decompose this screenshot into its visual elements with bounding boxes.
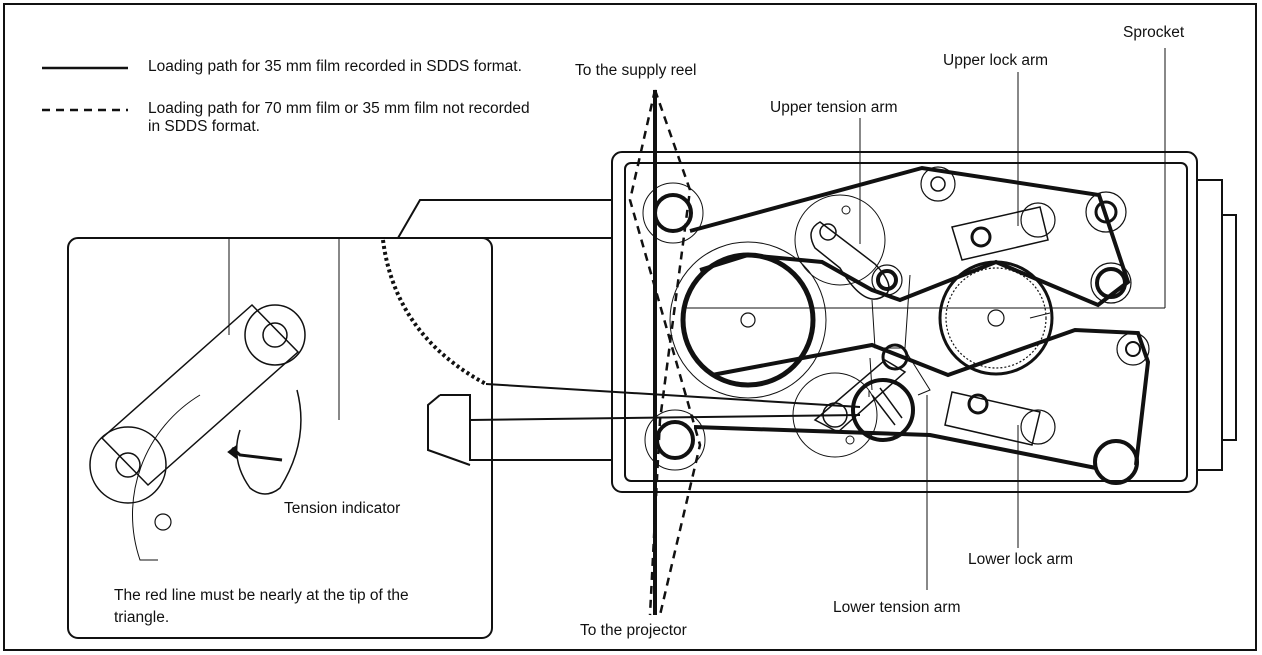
upper-tension-arm-label: Upper tension arm xyxy=(770,99,898,117)
sprocket-label: Sprocket xyxy=(1123,24,1185,42)
lower-tension-arm-label: Lower tension arm xyxy=(833,599,961,617)
lower-lock-arm xyxy=(944,332,1150,485)
supply-reel-label: To the supply reel xyxy=(575,62,697,80)
film-to-inset-lower xyxy=(469,414,861,421)
mounting-plate xyxy=(397,199,612,466)
legend-dashed-text: Loading path for 70 mm film or 35 mm fil… xyxy=(148,100,530,135)
tension-indicator-inset xyxy=(67,237,493,639)
lower-lock-arm-label: Lower lock arm xyxy=(968,551,1074,569)
sdds-unit-housing xyxy=(611,151,1237,493)
leader-lines xyxy=(859,48,1166,590)
tension-indicator-label: Tension indicator xyxy=(284,500,401,518)
projector-label: To the projector xyxy=(580,622,687,640)
film-to-inset-upper xyxy=(485,383,861,408)
inset-note: The red line must be nearly at the tip o… xyxy=(114,587,409,626)
roller-upper-left xyxy=(642,182,704,244)
upper-lock-arm-label: Upper lock arm xyxy=(943,52,1049,70)
upper-tension-arm xyxy=(794,194,911,349)
film-path-dashed xyxy=(381,89,702,616)
film-path-solid xyxy=(653,90,1151,615)
legend-solid-text: Loading path for 35 mm film recorded in … xyxy=(148,58,522,75)
diagram-frame xyxy=(3,3,1257,651)
